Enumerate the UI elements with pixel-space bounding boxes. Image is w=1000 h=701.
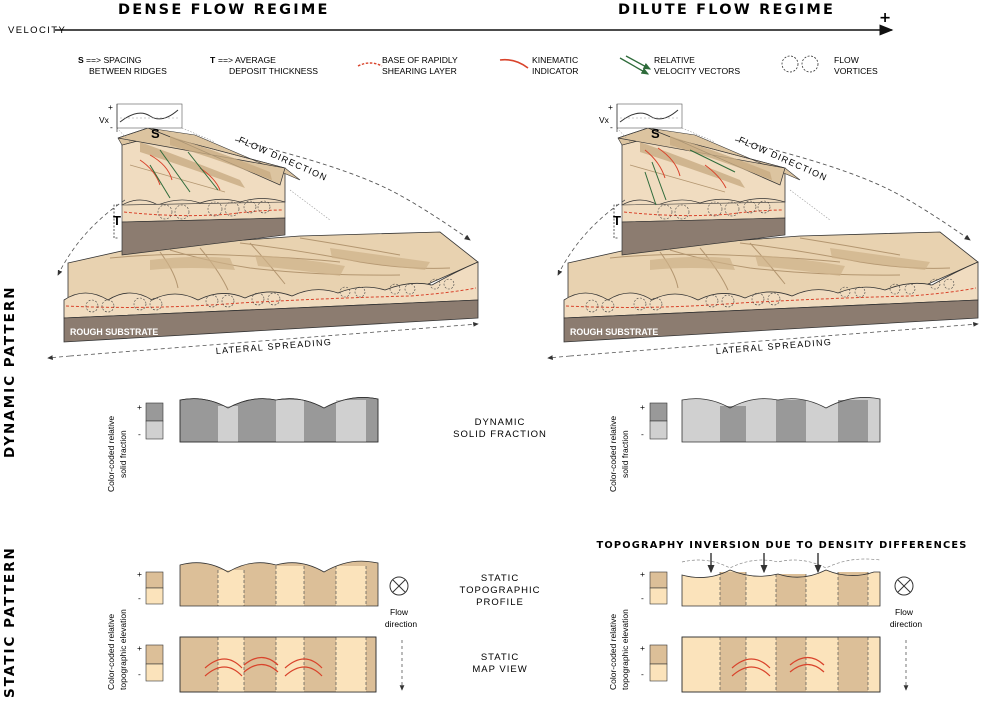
- legend-vec-line2: VELOCITY VECTORS: [654, 66, 740, 76]
- dense-s-label: S: [151, 126, 160, 141]
- dense-block-diagram: [48, 104, 478, 358]
- dense-dyn-axis-line2: solid fraction: [118, 430, 128, 478]
- profile-caption3: PROFILE: [476, 597, 524, 608]
- dense-static-minus: -: [138, 593, 141, 603]
- dilute-vx-plus: +: [608, 102, 613, 112]
- dense-dyn-axis-line1: Color-coded relative: [106, 416, 116, 492]
- legend-s-text: BETWEEN RIDGES: [89, 66, 167, 76]
- velocity-vectors-symbol: [619, 55, 652, 75]
- dilute-static-minus: -: [641, 593, 644, 603]
- dilute-velocity-vectors: [644, 149, 736, 206]
- legend-vort-line2: VORTICES: [834, 66, 878, 76]
- dilute-static-plus: +: [640, 569, 645, 579]
- legend-base-line2: SHEARING LAYER: [382, 66, 457, 76]
- dense-static-axis-line2: topographic elevation: [118, 609, 128, 690]
- dynamic-caption1: DYNAMIC: [475, 417, 526, 428]
- dense-static-axis-line1: Color-coded relative: [106, 614, 116, 690]
- dilute-s-label: S: [651, 126, 660, 141]
- velocity-plus: +: [879, 10, 893, 26]
- map-caption2: MAP VIEW: [472, 664, 527, 675]
- dense-vx-minus: -: [110, 122, 113, 132]
- dilute-flow-line2: direction: [890, 619, 922, 629]
- base-layer-symbol: [357, 62, 383, 67]
- dilute-map-plus: +: [640, 643, 645, 653]
- dilute-map-view: [649, 636, 881, 693]
- map-caption1: STATIC: [481, 652, 519, 663]
- legend-vec-line1: RELATIVE: [654, 55, 695, 65]
- kinematic-symbol: [499, 58, 529, 69]
- dilute-dyn-axis-line1: Color-coded relative: [608, 416, 618, 492]
- dilute-vx-label: Vx: [599, 115, 610, 125]
- velocity-label: VELOCITY: [8, 25, 66, 36]
- dilute-rough-substrate: ROUGH SUBSTRATE: [570, 327, 658, 337]
- dense-static-plus: +: [137, 569, 142, 579]
- legend-s-arrow: ==> SPACING: [86, 55, 142, 65]
- dense-solid-fraction-chart: [145, 397, 379, 443]
- dense-flow-line1: Flow: [390, 607, 409, 617]
- legend-kin-line1: KINEMATIC: [532, 55, 578, 65]
- dense-flow-line2: direction: [385, 619, 417, 629]
- legend-t-key: T: [210, 55, 216, 65]
- profile-caption1: STATIC: [481, 573, 519, 584]
- dense-vx-label: Vx: [99, 115, 110, 125]
- dilute-solid-fraction-chart: [649, 397, 881, 443]
- dynamic-pattern-label: DYNAMIC PATTERN: [2, 285, 18, 458]
- dense-map-view: [145, 636, 377, 693]
- dense-rough-substrate: ROUGH SUBSTRATE: [70, 327, 158, 337]
- legend-s-key: S: [78, 55, 84, 65]
- dilute-flow-into-page-icon: [894, 576, 914, 691]
- legend-t-text: DEPOSIT THICKNESS: [229, 66, 318, 76]
- dense-vx-plus: +: [108, 102, 113, 112]
- dilute-flow-line1: Flow: [895, 607, 914, 617]
- dense-dyn-minus: -: [138, 429, 141, 439]
- dense-velocity-vectors: [149, 149, 219, 199]
- dilute-dyn-minus: -: [641, 429, 644, 439]
- inversion-note: TOPOGRAPHY INVERSION DUE TO DENSITY DIFF…: [596, 540, 967, 551]
- dilute-static-profile: [649, 553, 881, 607]
- dilute-kinematic-indicators: [644, 147, 727, 189]
- dilute-map-minus: -: [641, 669, 644, 679]
- static-pattern-label: STATIC PATTERN: [2, 546, 18, 698]
- vortices-symbol: [781, 55, 819, 73]
- dilute-dyn-plus: +: [640, 402, 645, 412]
- dense-dyn-plus: +: [137, 402, 142, 412]
- profile-caption2: TOPOGRAPHIC: [459, 585, 540, 596]
- dilute-vx-minus: -: [610, 122, 613, 132]
- dense-map-plus: +: [137, 643, 142, 653]
- dilute-static-axis-line1: Color-coded relative: [608, 614, 618, 690]
- dense-t-label: T: [113, 213, 121, 228]
- dense-title: DENSE FLOW REGIME: [118, 2, 330, 18]
- dilute-block-diagram: [548, 104, 978, 358]
- dilute-title: DILUTE FLOW REGIME: [618, 2, 835, 18]
- legend-vort-line1: FLOW: [834, 55, 860, 65]
- dilute-static-axis-line2: topographic elevation: [620, 609, 630, 690]
- legend-kin-line2: INDICATOR: [532, 66, 578, 76]
- dilute-t-label: T: [613, 213, 621, 228]
- legend-base-line1: BASE OF RAPIDLY: [382, 55, 458, 65]
- dense-static-profile: [145, 560, 379, 607]
- legend-t-arrow: ==> AVERAGE: [218, 55, 276, 65]
- dense-map-minus: -: [138, 669, 141, 679]
- dense-flow-into-page-icon: [389, 576, 409, 691]
- dynamic-caption2: SOLID FRACTION: [453, 429, 547, 440]
- dilute-dyn-axis-line2: solid fraction: [620, 430, 630, 478]
